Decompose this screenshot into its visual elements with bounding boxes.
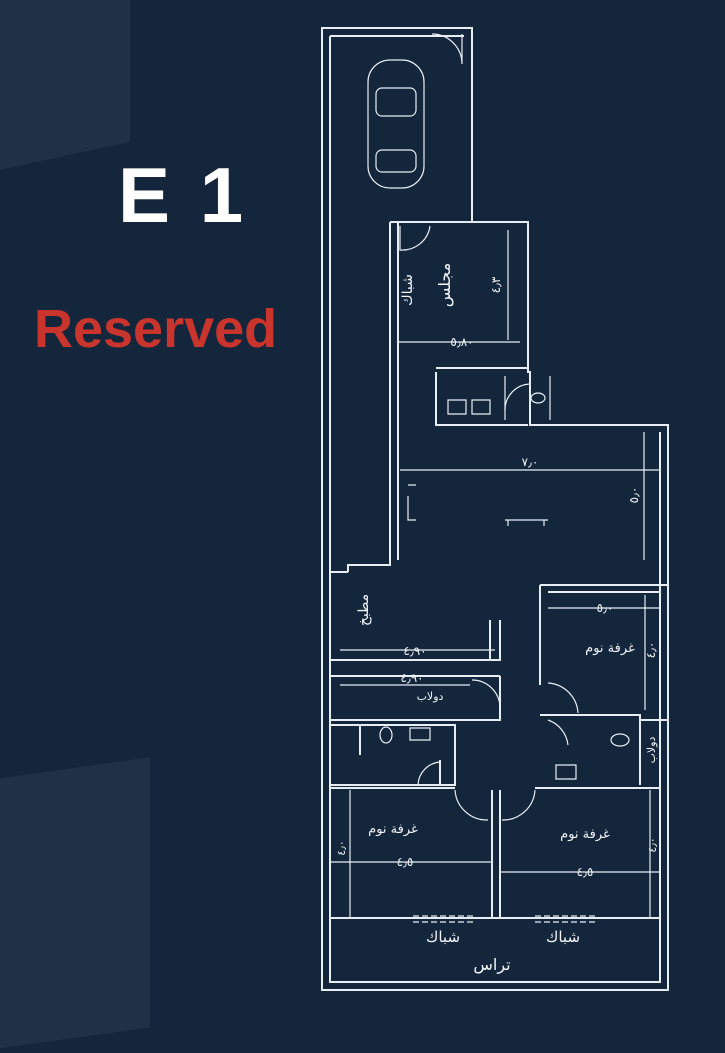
car-icon: [367, 59, 425, 189]
window-left-label: شباك: [426, 928, 460, 946]
bedroom-left-width: ٤٫٥: [397, 855, 414, 869]
terrace-label: تراس: [473, 955, 510, 975]
bedroom-walls: [330, 787, 660, 919]
majlis-width: ٥٫٨٠: [450, 335, 473, 349]
master-bedroom-walls: [539, 584, 668, 785]
kitchen-width-2: ٤٫٩٠: [400, 671, 423, 685]
master-width: ٥٫٠: [597, 601, 614, 615]
kitchen-label: مطبخ: [356, 594, 372, 626]
master-door: [547, 682, 579, 714]
majlis-door: [399, 225, 431, 251]
master-dimension-lines: [548, 595, 660, 710]
window-right-label: شباك: [546, 928, 580, 946]
master-depth: ٤٫٠: [644, 642, 658, 659]
bedroom-right-width: ٤٫٥: [577, 865, 594, 879]
closet-door: [471, 679, 501, 709]
bedroom-doors: [454, 789, 536, 821]
closet-master-label: دولاب: [645, 736, 658, 763]
guest-toilet: [447, 376, 551, 420]
majlis-dimension-lines: [398, 230, 520, 343]
master-bedroom-label: غرفة نوم: [585, 641, 635, 656]
living-dimension-lines: [400, 432, 660, 560]
kitchen-walls: [330, 571, 501, 721]
majlis-window-label: شباك: [400, 274, 416, 306]
bedroom-right-depth: ٤٫٠: [646, 837, 659, 852]
kitchen-width: ٤٫٩٠: [403, 644, 426, 658]
majlis-depth: ٤٫٣: [489, 276, 503, 293]
kitchen-dimension-lines: [340, 649, 495, 686]
bedroom-right-label: غرفة نوم: [560, 827, 610, 842]
living-fixtures: [407, 484, 548, 526]
reserved-status: Reserved: [34, 299, 278, 359]
bedroom-left-depth: ٤٫٠: [335, 840, 348, 855]
floor-plan: مجلس شباك ٤٫٣ ٥٫٨٠ ٧٫٠ ٥٫٠ مطبخ ٤٫٩٠ ٤٫٩…: [321, 27, 669, 991]
living-width: ٧٫٠: [522, 455, 539, 469]
master-bathroom: [547, 719, 630, 780]
bedroom-dimension-lines: [330, 790, 660, 918]
bedroom-left-label: غرفة نوم: [368, 822, 418, 837]
unit-title: E 1: [118, 151, 248, 239]
outer-walls: [321, 27, 669, 991]
gate-door: [431, 33, 463, 65]
windows: [413, 915, 595, 923]
majlis-label: مجلس: [435, 263, 455, 308]
living-depth: ٥٫٠: [627, 487, 641, 504]
bathroom-left: [330, 724, 456, 786]
closet-label: دولاب: [417, 690, 444, 703]
